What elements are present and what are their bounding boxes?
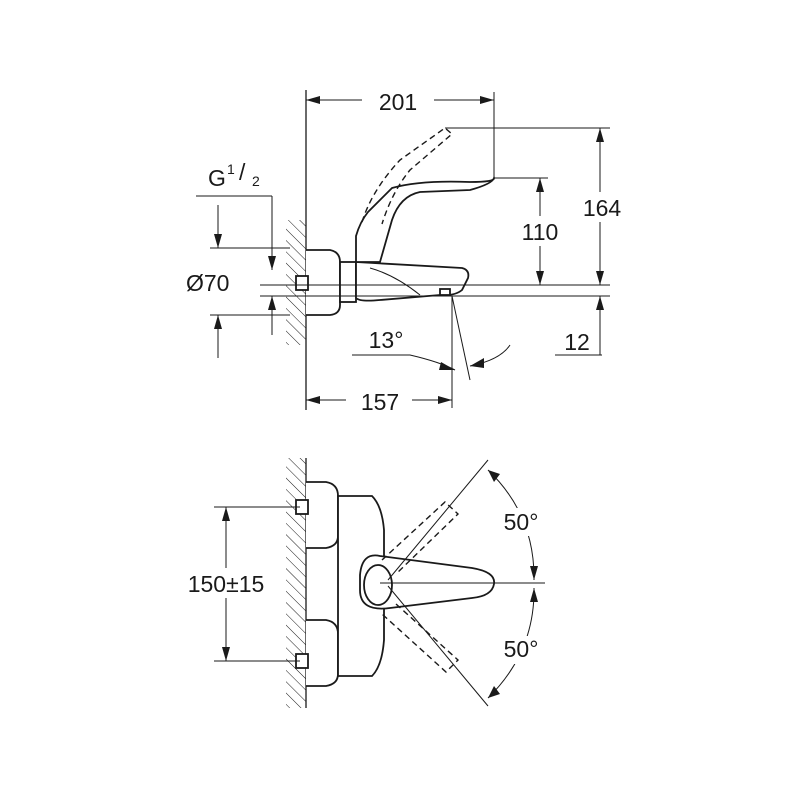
dim-centers: 150±15 <box>188 571 265 597</box>
dim-angle-lower: 50° <box>504 636 539 662</box>
dim-overall-length: 201 <box>379 89 417 115</box>
upper-connector <box>306 481 339 549</box>
spout-contour <box>369 267 421 296</box>
dim-thread-sup: 1 <box>227 161 235 177</box>
dim-body-length: 157 <box>361 389 399 415</box>
angle-13-ray <box>451 295 471 381</box>
lever-rotated-upper <box>381 501 460 575</box>
dim-angle: 13° <box>369 327 404 353</box>
dim-thread-sub: 2 <box>252 173 260 189</box>
angle-lower-ray <box>387 585 489 707</box>
lever-handle <box>355 174 495 263</box>
dim-height-spout: 110 <box>522 219 559 245</box>
wall-hatching-bottom <box>286 458 306 708</box>
inlet-nut <box>295 275 309 291</box>
thread-slash: / <box>239 159 246 185</box>
dim-angle-upper: 50° <box>504 509 539 535</box>
wall-connector <box>306 249 341 316</box>
angle-upper-ray <box>387 459 489 581</box>
dim-height-total: 164 <box>583 195 622 221</box>
spout <box>355 261 470 302</box>
angle-13-leader <box>352 354 456 371</box>
handle-cap <box>363 564 393 606</box>
side-view: 201 164 110 12 13° <box>186 86 630 415</box>
dim-spout-offset: 12 <box>564 329 590 355</box>
lower-connector <box>306 619 339 687</box>
lever-rotated-lower <box>381 603 460 673</box>
top-view: 50° 50° 150±15 <box>174 458 548 708</box>
lever-open-position <box>361 127 454 225</box>
dim-thread-main: G <box>208 165 226 191</box>
aerator <box>439 288 451 296</box>
lever-handle-top <box>359 554 495 610</box>
dim-diameter: Ø70 <box>186 270 229 296</box>
